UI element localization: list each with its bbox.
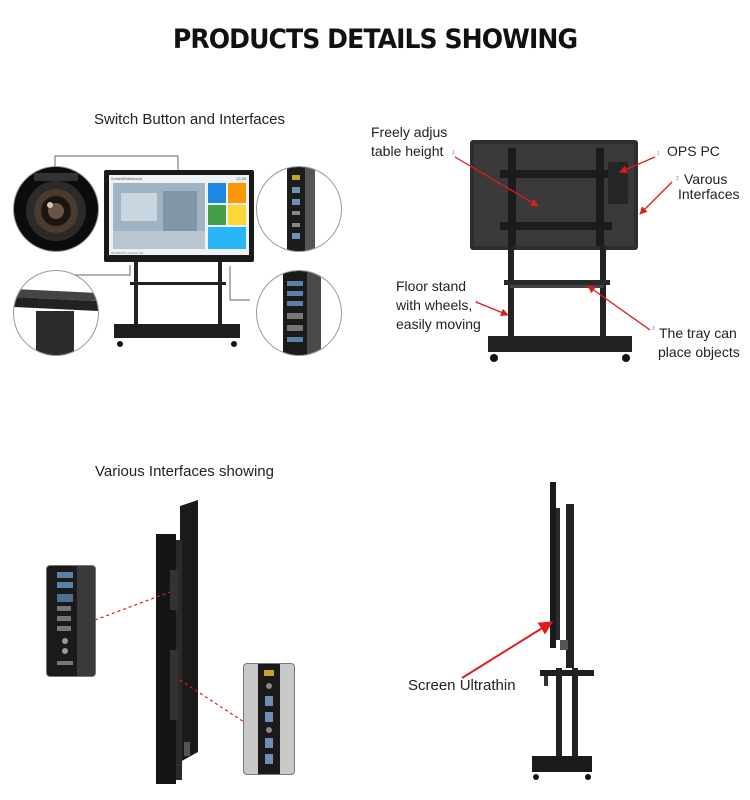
screen-tile-sky <box>208 227 246 249</box>
callout-floor-line3: easily moving <box>396 316 481 332</box>
callout-freely-line1: Freely adjus <box>371 124 448 140</box>
page-title: PRODUCTS DETAILS SHOWING <box>172 24 578 55</box>
side-buttons-detail-circle <box>256 166 342 252</box>
screen-time: 12:30 <box>235 176 246 181</box>
callout-freely-line2: table height <box>371 143 444 159</box>
screen-tile-orange <box>228 183 246 203</box>
frame-edge-icon <box>14 289 98 355</box>
callout-floor-line1: Floor stand <box>396 278 467 294</box>
section1-connector-lines <box>54 155 264 301</box>
screen-tile-yellow <box>228 205 246 225</box>
callout-various-num: 2 <box>676 176 679 182</box>
section-label-switch: Switch Button and Interfaces <box>94 111 285 128</box>
callout-freely-num: 2 <box>452 150 455 156</box>
interface-detail-circle <box>256 270 342 356</box>
side-buttons-icon <box>258 664 280 774</box>
screen-tile-green <box>208 205 226 225</box>
section1-floor-stand <box>114 262 240 347</box>
callout-ultrathin: Screen Ultrathin <box>408 677 516 694</box>
section2-red-arrow <box>461 621 554 679</box>
section-label-various: Various Interfaces showing <box>95 463 274 480</box>
screen-hero-image <box>113 183 205 249</box>
camera-lens-icon <box>26 173 86 241</box>
ports-panel-closeup <box>46 565 96 677</box>
side-ports-icon <box>287 167 315 251</box>
camera-detail-circle <box>13 166 99 252</box>
ports-panel-icon <box>283 271 321 355</box>
screen-tile-blue <box>208 183 226 203</box>
section2-dashed-lines <box>94 591 245 723</box>
callout-tray-line1: The tray can <box>659 325 737 341</box>
callout-tray-line2: place objects <box>658 344 740 360</box>
callout-ops: OPS PC <box>667 143 720 159</box>
ports-rows-icon <box>57 566 95 676</box>
screen-display: SmartWhiteboard 12:30 2019/01/01 | Devic… <box>109 175 249 255</box>
screen-footer: 2019/01/01 | Device info <box>111 251 144 255</box>
screen-brand: SmartWhiteboard <box>111 176 143 181</box>
callout-various-line2: Interfaces <box>678 186 740 202</box>
callout-floor-num: 4 <box>475 300 478 306</box>
section1-red-arrows <box>454 156 673 331</box>
callout-floor-line2: with wheels, <box>396 297 473 313</box>
edge-detail-circle <box>13 270 99 356</box>
callout-ops-num: 1 <box>657 151 660 157</box>
callout-tray-num: 3 <box>652 326 655 332</box>
display-side-profile <box>156 500 198 784</box>
side-buttons-closeup <box>243 663 295 775</box>
smart-screen-monitor: SmartWhiteboard 12:30 2019/01/01 | Devic… <box>104 170 254 262</box>
stand-side-view <box>532 482 594 780</box>
callout-various-line1: Varous <box>684 171 728 187</box>
